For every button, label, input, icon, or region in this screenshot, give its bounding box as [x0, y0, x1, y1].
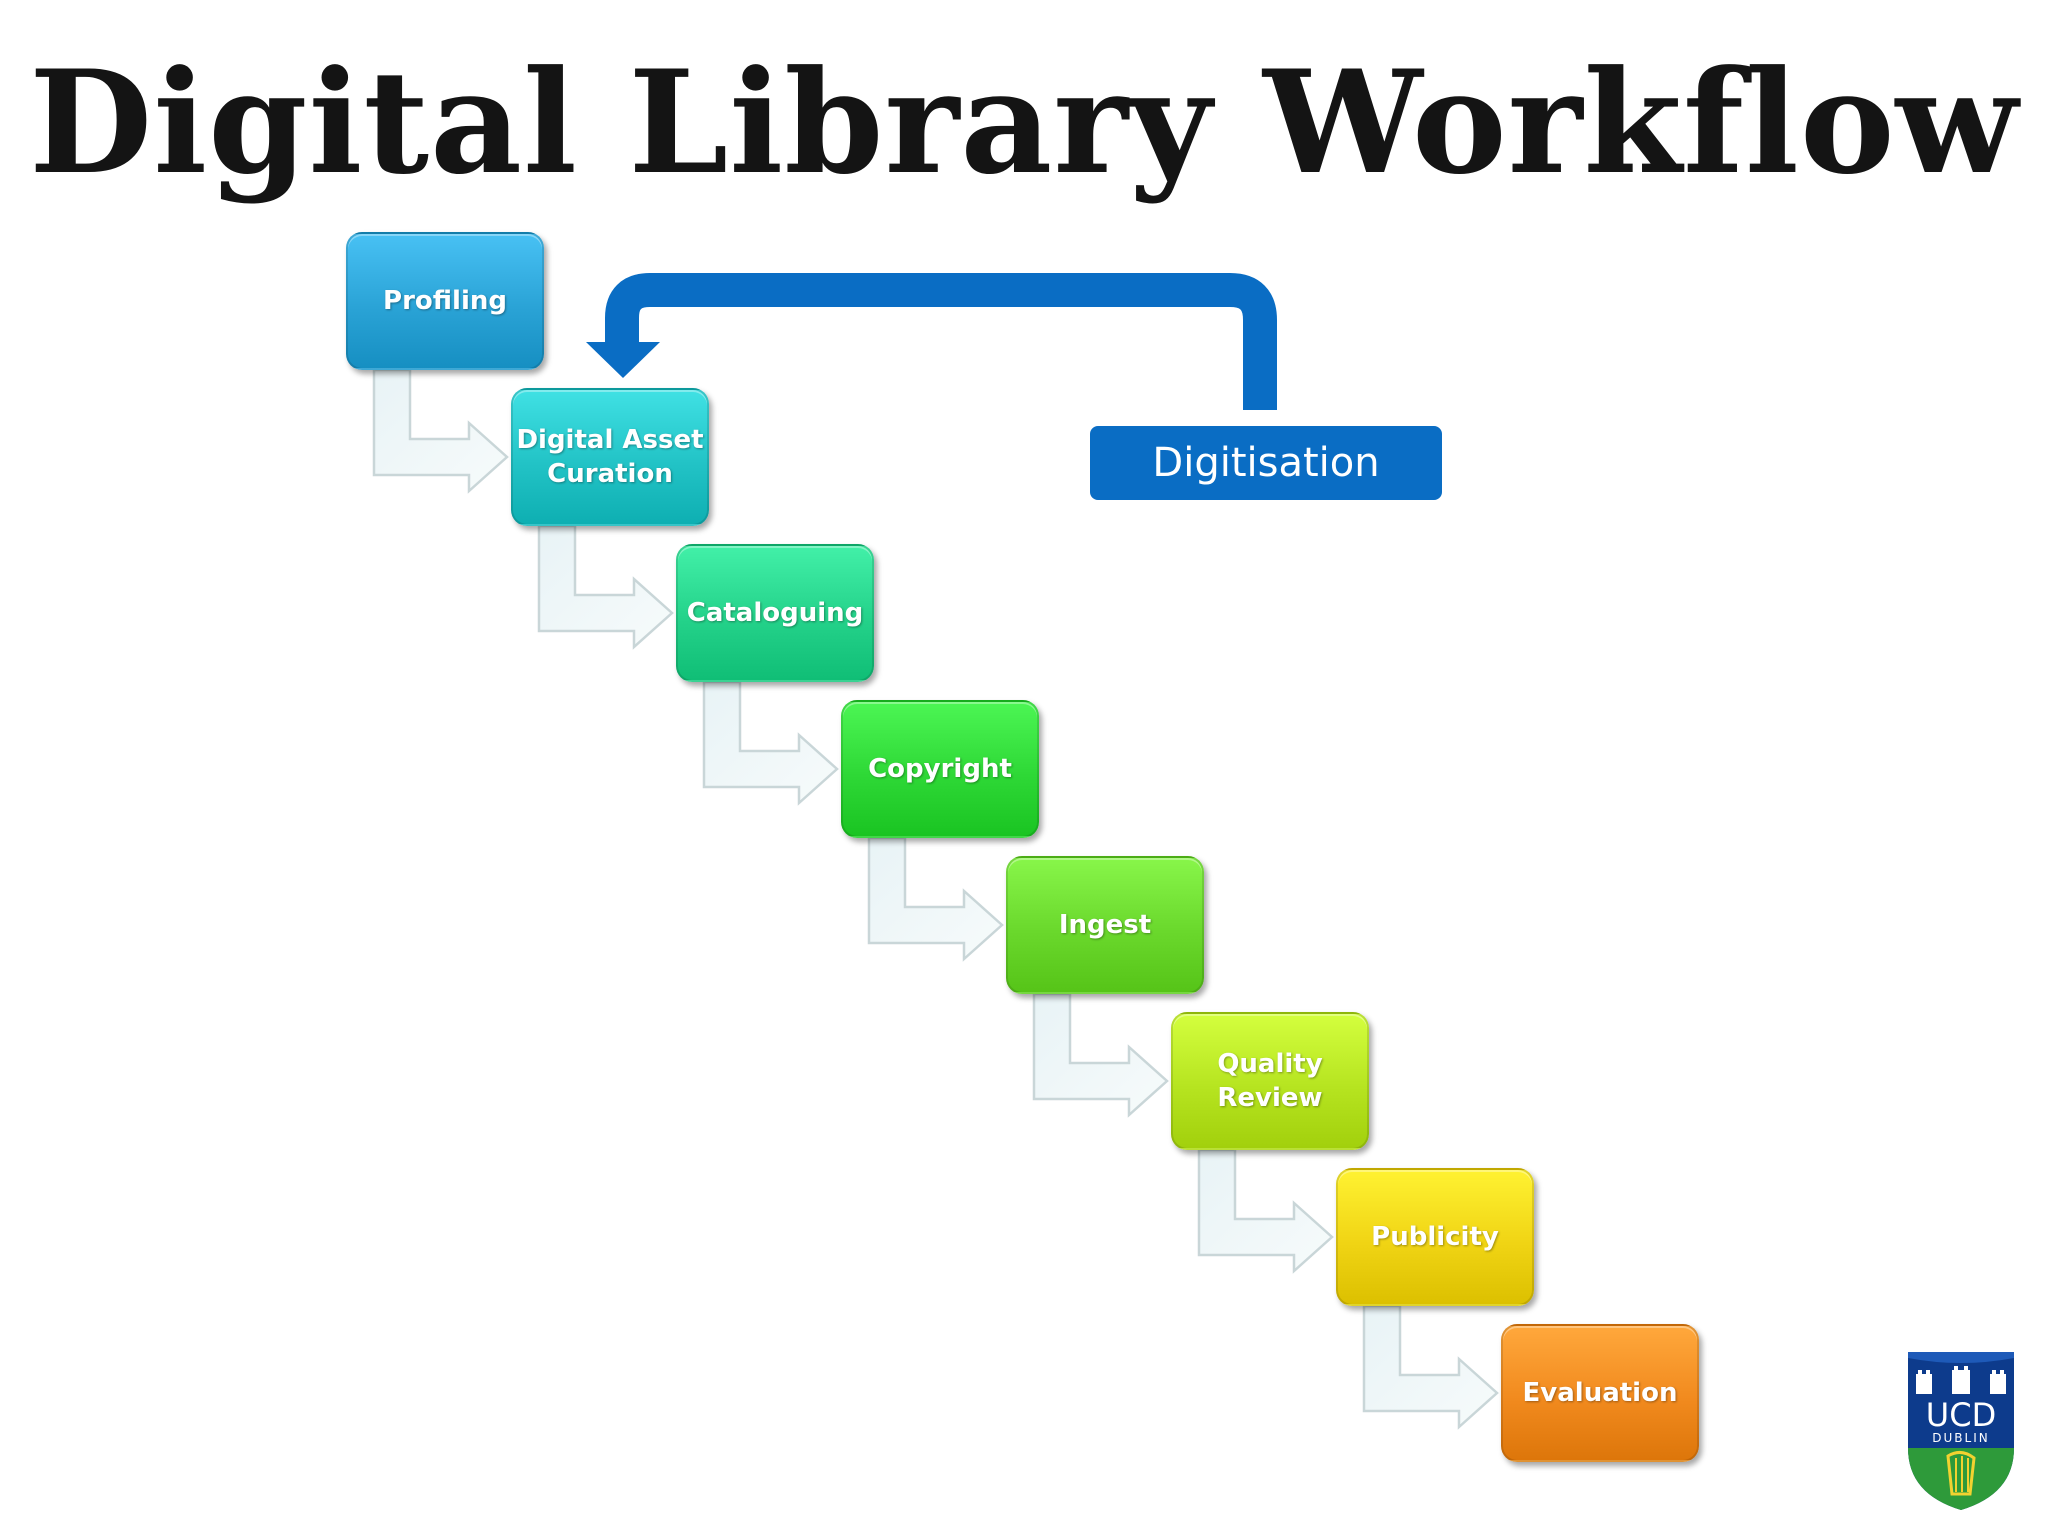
- digitisation-label: Digitisation: [1152, 440, 1380, 486]
- step-box-digital-asset-curation: Digital Asset Curation: [511, 388, 709, 526]
- step-label: Quality Review: [1217, 1049, 1323, 1113]
- step-connectors: [372, 368, 1499, 1430]
- step-box-cataloguing: Cataloguing: [676, 544, 874, 682]
- step-label: Publicity: [1371, 1222, 1499, 1252]
- step-box-ingest: Ingest: [1006, 856, 1204, 994]
- step-box-quality-review: Quality Review: [1171, 1012, 1369, 1150]
- step-label: Copyright: [868, 754, 1012, 784]
- connector-arrow: [537, 524, 674, 650]
- connector-arrow: [702, 680, 839, 806]
- step-label: Evaluation: [1522, 1378, 1678, 1408]
- connector-arrow: [1032, 992, 1169, 1118]
- step-box-copyright: Copyright: [841, 700, 1039, 838]
- step-box-evaluation: Evaluation: [1501, 1324, 1699, 1462]
- step-label: Digital Asset Curation: [516, 425, 704, 489]
- logo-subtext: DUBLIN: [1932, 1431, 1989, 1445]
- loop-arrow: [586, 273, 1277, 410]
- step-box-profiling: Profiling: [346, 232, 544, 370]
- step-label: Ingest: [1058, 910, 1152, 940]
- connector-arrow: [1362, 1304, 1499, 1430]
- step-label: Profiling: [383, 286, 507, 316]
- logo-text: UCD: [1926, 1396, 1996, 1434]
- ucd-crest-icon: UCD DUBLIN: [1908, 1352, 2014, 1510]
- connector-arrow: [372, 368, 509, 494]
- slide-title: Digital Library Workflow: [29, 40, 2019, 206]
- step-label: Cataloguing: [686, 598, 864, 628]
- connector-arrow: [1197, 1148, 1334, 1274]
- step-box-publicity: Publicity: [1336, 1168, 1534, 1306]
- digitisation-box: Digitisation: [1090, 426, 1442, 500]
- connector-arrow: [867, 836, 1004, 962]
